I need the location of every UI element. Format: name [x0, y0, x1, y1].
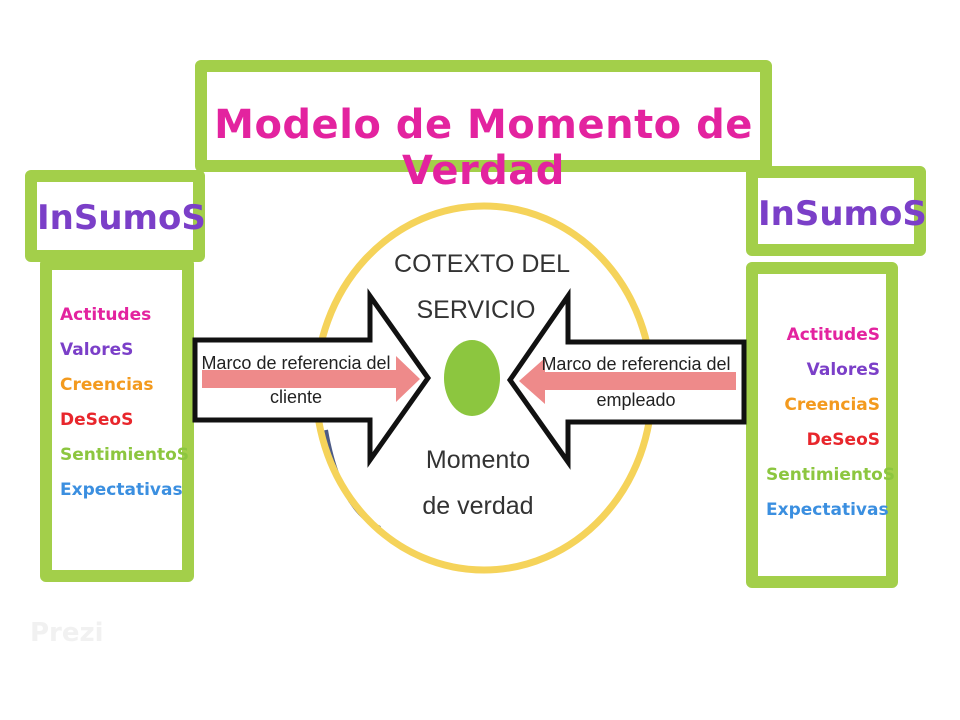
right-list-item: SentimientoS — [766, 465, 896, 485]
context-title-line2: SERVICIO — [416, 296, 535, 324]
context-title-line1: COTEXTO DEL — [394, 250, 570, 278]
left-insumos-heading: InSumoS — [37, 198, 206, 238]
left-insumos-list: Actitudes ValoreS Creencias DeSeoS Senti… — [60, 298, 190, 508]
title-frame: Modelo de Momento de Verdad — [195, 60, 772, 194]
left-arrow-label-line2: cliente — [270, 387, 322, 407]
left-list-item: DeSeoS — [60, 410, 134, 430]
right-arrow-fill — [519, 358, 736, 404]
left-arrow-fill — [202, 356, 420, 402]
moment-label-line1: Momento — [426, 446, 530, 474]
right-list-box: ActitudeS ValoreS CreenciaS DeSeoS Senti… — [746, 262, 898, 588]
right-insumos-box: InSumoS — [746, 166, 927, 256]
left-arrow-label-line1: Marco de referencia del — [201, 353, 390, 373]
right-list-item: ValoreS — [806, 360, 880, 380]
diagram-title: Modelo de Momento de Verdad — [214, 102, 753, 194]
right-insumos-list: ActitudeS ValoreS CreenciaS DeSeoS Senti… — [766, 318, 896, 528]
right-list-item: DeSeoS — [806, 430, 880, 450]
prezi-watermark: Prezi — [30, 618, 104, 648]
left-list-item: ValoreS — [60, 340, 134, 360]
right-list-item: CreenciaS — [784, 395, 880, 415]
right-insumos-heading: InSumoS — [758, 194, 927, 234]
right-list-item: Expectativas — [766, 500, 889, 520]
right-list-item: ActitudeS — [786, 325, 880, 345]
moment-dot — [444, 340, 500, 416]
left-list-item: SentimientoS — [60, 445, 190, 465]
right-arrow-label-line2: empleado — [596, 390, 675, 410]
left-list-box: Actitudes ValoreS Creencias DeSeoS Senti… — [40, 258, 194, 582]
moment-label-line2: de verdad — [422, 492, 533, 520]
left-list-item: Expectativas — [60, 480, 183, 500]
left-list-item: Creencias — [60, 375, 154, 395]
left-list-item: Actitudes — [60, 305, 152, 325]
left-insumos-box: InSumoS — [25, 170, 206, 262]
right-arrow-label-line1: Marco de referencia del — [541, 354, 730, 374]
